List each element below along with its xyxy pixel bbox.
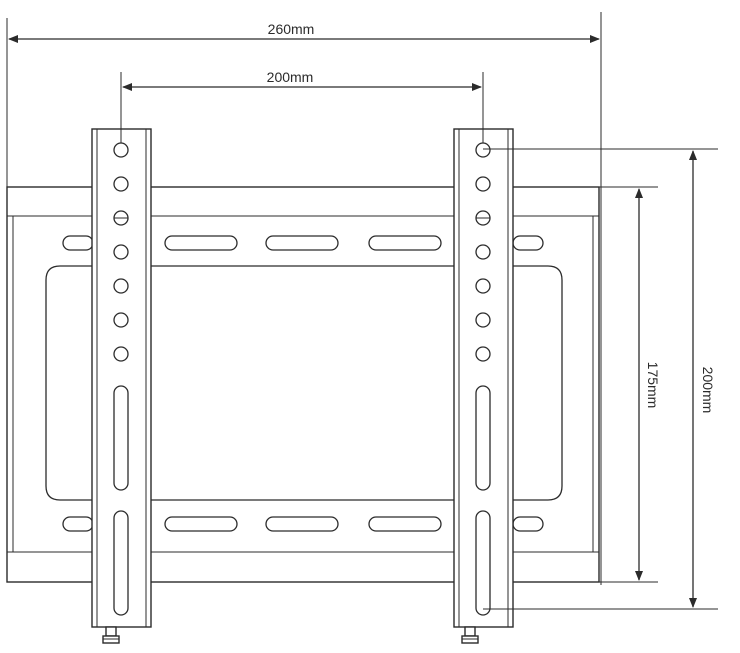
slot xyxy=(62,516,94,532)
slot xyxy=(62,235,94,251)
slot xyxy=(265,235,339,251)
top-slot-row xyxy=(62,235,544,251)
hole-spacing-label: 200mm xyxy=(267,69,314,85)
safety-screw-right xyxy=(461,626,479,644)
outer-height-label: 200mm xyxy=(700,367,716,414)
slot xyxy=(164,235,238,251)
right-vertical-bracket xyxy=(453,128,514,644)
outer-width-label: 260mm xyxy=(268,21,315,37)
slot xyxy=(512,235,544,251)
slot xyxy=(164,516,238,532)
slot xyxy=(368,516,442,532)
slot xyxy=(368,235,442,251)
dimension-outer-height: 200mm xyxy=(483,148,718,610)
dimension-inner-height: 175mm xyxy=(599,186,661,583)
safety-screw-left xyxy=(102,626,120,644)
plate-cutout xyxy=(45,265,563,501)
left-vertical-bracket xyxy=(91,128,152,644)
dimension-outer-width: 260mm xyxy=(6,12,602,585)
dimension-hole-spacing: 200mm xyxy=(120,69,484,143)
slot xyxy=(265,516,339,532)
slot xyxy=(512,516,544,532)
inner-height-label: 175mm xyxy=(645,362,661,409)
bottom-slot-row xyxy=(62,516,544,532)
